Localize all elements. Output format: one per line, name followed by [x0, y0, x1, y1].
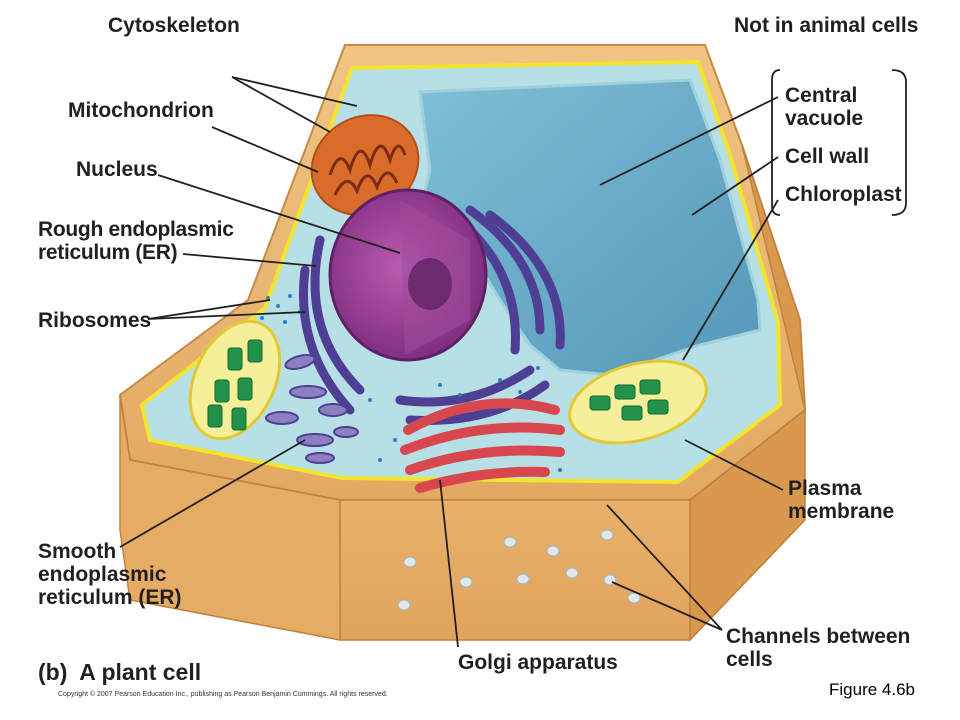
smooth-er [265, 354, 359, 464]
nucleolus [408, 258, 452, 310]
label-plasma-membrane: Plasma membrane [788, 477, 895, 523]
label-rough-er: Rough endoplasmic reticulum (ER) [38, 218, 234, 264]
label-channels-between-cells: Channels between cells [726, 625, 911, 671]
label-chloroplast: Chloroplast [785, 183, 902, 206]
panel-title: (b) A plant cell [38, 659, 202, 685]
label-mitochondrion: Mitochondrion [68, 99, 214, 122]
figure-caption: Figure 4.6b [829, 680, 915, 699]
chloroplast-right [568, 359, 708, 445]
label-cytoskeleton: Cytoskeleton [108, 14, 240, 37]
rough-er [298, 205, 565, 426]
label-smooth-er: Smooth endoplasmic reticulum (ER) [38, 540, 182, 609]
label-central-vacuole: Central vacuole [785, 84, 864, 130]
label-golgi-apparatus: Golgi apparatus [458, 651, 618, 674]
label-cell-wall: Cell wall [785, 145, 870, 168]
label-ribosomes: Ribosomes [38, 309, 152, 332]
chloroplast-left [188, 319, 282, 441]
label-not-in-animal-cells: Not in animal cells [734, 14, 919, 37]
copyright-notice: Copyright © 2007 Pearson Education Inc.,… [58, 691, 388, 698]
nucleus [328, 188, 488, 362]
label-nucleus: Nucleus [76, 158, 158, 181]
wall-pits [397, 529, 641, 611]
golgi-apparatus [400, 398, 565, 493]
leader-lines [119, 69, 907, 648]
